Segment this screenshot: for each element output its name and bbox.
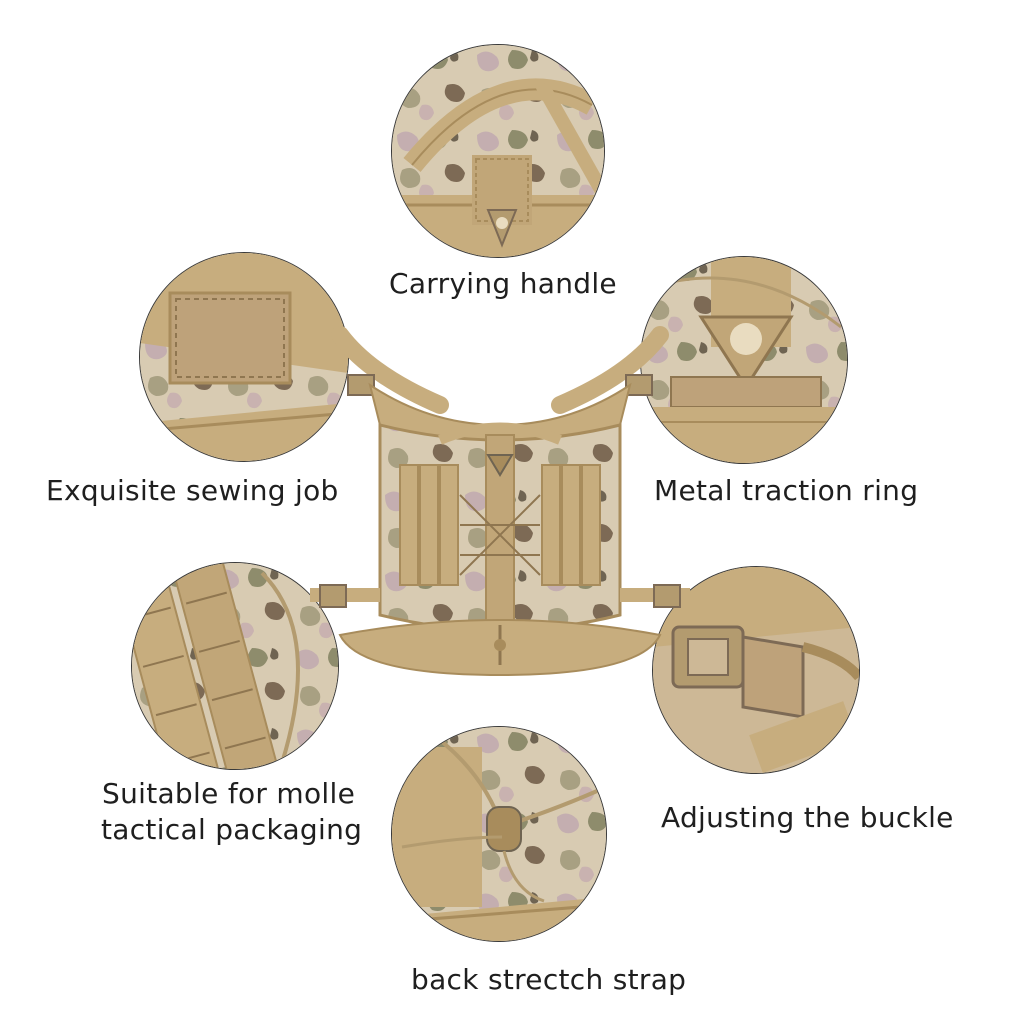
back-strap-label: back strectch strap — [411, 963, 687, 996]
buckle-closeup — [652, 566, 860, 774]
molle-label-line2: tactical packaging — [101, 813, 363, 846]
traction-ring-label: Metal traction ring — [654, 474, 919, 507]
molle-label-line1: Suitable for molle — [102, 777, 356, 810]
traction-ring-closeup — [640, 256, 848, 464]
sewing-closeup — [139, 252, 349, 462]
sewing-label: Exquisite sewing job — [46, 474, 339, 507]
back-strap-closeup — [391, 726, 607, 942]
carrying-handle-label: Carrying handle — [389, 267, 617, 300]
buckle-label: Adjusting the buckle — [661, 801, 954, 834]
molle-closeup — [131, 562, 339, 770]
tactical-vest-image — [300, 325, 700, 685]
carrying-handle-closeup — [391, 44, 605, 258]
